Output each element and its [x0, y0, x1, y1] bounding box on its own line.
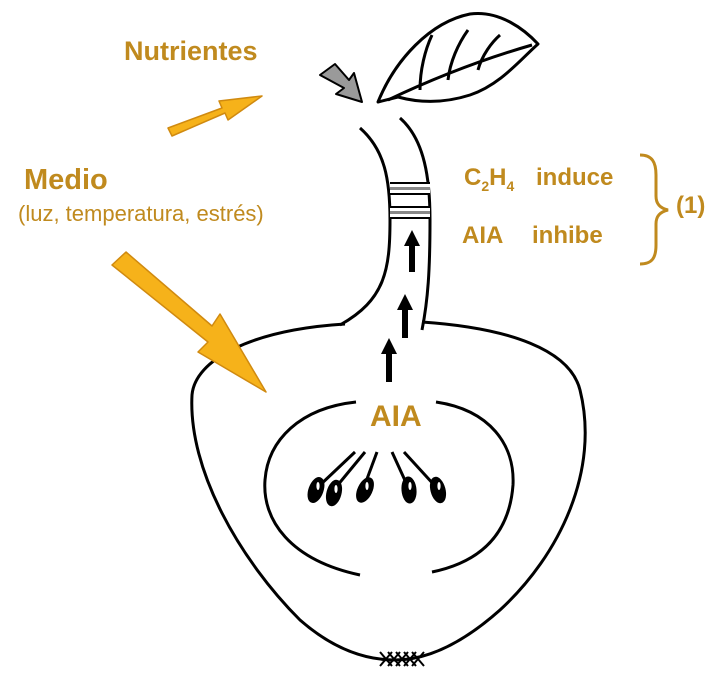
orange-arrow-icon — [112, 252, 266, 392]
c2h4-label: C2H4 — [464, 164, 514, 192]
bottom-knot-icon — [380, 652, 424, 666]
medio-label: Medio — [24, 164, 108, 197]
c2h4-sub-1: 2 — [481, 178, 489, 194]
induce-label: induce — [536, 164, 613, 192]
medio-detail-label: (luz, temperatura, estrés) — [18, 201, 264, 227]
nutrientes-label: Nutrientes — [124, 36, 258, 67]
black-arrow-icon — [381, 338, 397, 382]
reference-label: (1) — [676, 192, 705, 220]
seed-cluster — [306, 452, 447, 506]
aia-stem-label: AIA — [462, 222, 503, 250]
right-brace — [640, 155, 668, 264]
orange-arrow-icon — [168, 96, 262, 136]
stem-band-inhibe — [390, 207, 430, 218]
aia-source-label: AIA — [370, 400, 422, 434]
black-arrow-icon — [404, 230, 420, 272]
stem-band-induce — [390, 183, 430, 194]
gray-arrow-icon — [320, 64, 362, 102]
c2h4-sub-2: 4 — [506, 178, 514, 194]
c2h4-mid: H — [489, 164, 506, 191]
c2h4-base: C — [464, 164, 481, 191]
black-arrow-icon — [397, 294, 413, 338]
leaf-icon — [378, 13, 538, 102]
stem-left-outline — [340, 128, 390, 325]
inhibe-label: inhibe — [532, 222, 603, 250]
